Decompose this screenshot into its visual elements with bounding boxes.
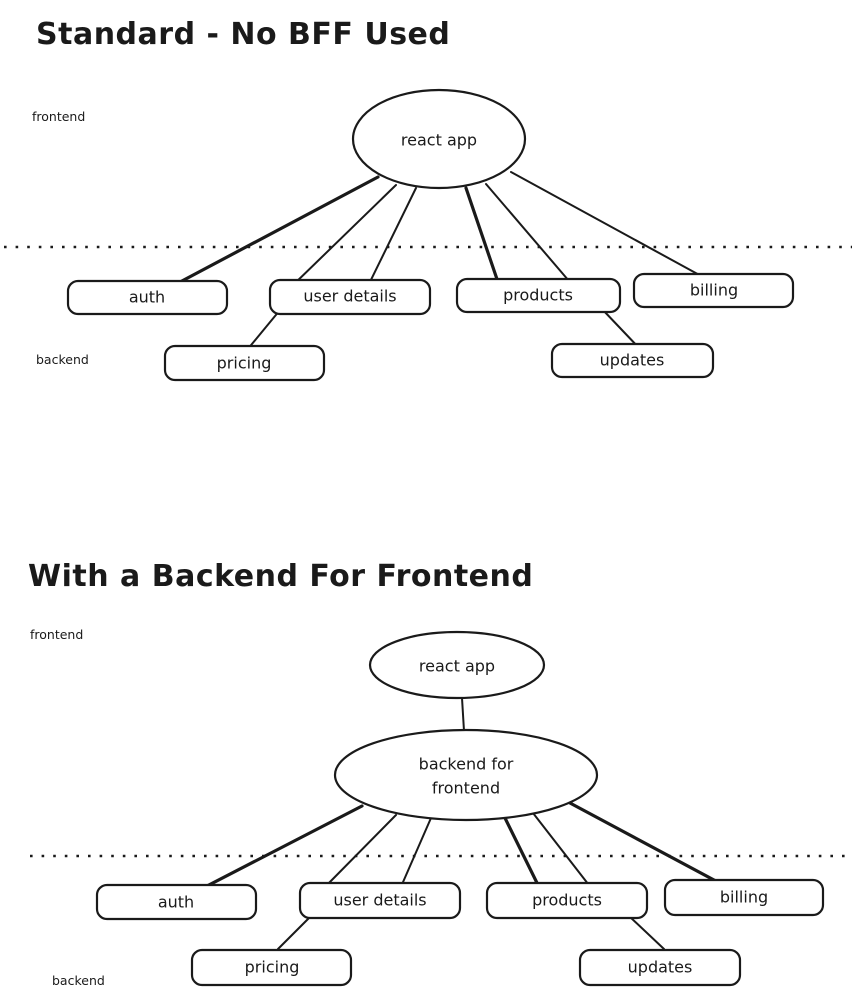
updates-box-2 <box>578 948 742 987</box>
edge-bff-to-user-details-a <box>322 814 397 890</box>
edge-user-details-to-pricing <box>246 309 281 351</box>
diagram-standard: Standard - No BFF Used frontend backend … <box>4 17 852 382</box>
bff-label-line-1: backend for <box>419 755 514 774</box>
auth-label-2: auth <box>158 893 194 912</box>
user-details-box-2 <box>298 881 462 920</box>
updates-box <box>550 342 715 379</box>
diagram-1-node-user-details[interactable]: user details <box>268 278 432 316</box>
diagram-2-node-auth[interactable]: auth <box>95 883 258 921</box>
products-box <box>455 277 622 314</box>
diagram-1-title: Standard - No BFF Used <box>36 17 450 52</box>
auth-label: auth <box>129 288 165 307</box>
diagram-1-node-billing[interactable]: billing <box>632 272 795 309</box>
diagram-1-node-products[interactable]: products <box>455 277 622 314</box>
edge-user-details-to-pricing-2 <box>277 914 313 950</box>
diagram-1-frontend-label: frontend <box>32 109 85 124</box>
diagram-1-node-auth[interactable]: auth <box>66 279 229 316</box>
edge-products-to-updates-2 <box>628 915 665 950</box>
updates-label-2: updates <box>628 958 693 977</box>
diagram-1-node-pricing[interactable]: pricing <box>163 344 326 382</box>
diagram-1-backend-label: backend <box>36 352 89 367</box>
diagram-2-frontend-label: frontend <box>30 627 83 642</box>
bff-ellipse <box>333 728 599 822</box>
pricing-label: pricing <box>217 354 272 373</box>
pricing-label-2: pricing <box>245 958 300 977</box>
edge-react-to-user-details-b <box>366 187 417 289</box>
edge-react-to-products-b <box>485 183 576 289</box>
react-app-label-2: react app <box>419 657 495 676</box>
billing-box <box>632 272 795 309</box>
edge-bff-to-user-details-b <box>399 817 432 890</box>
edge-bff-to-products-b <box>532 812 593 890</box>
billing-label: billing <box>690 281 738 300</box>
diagram-1-edges <box>146 171 715 351</box>
billing-label-2: billing <box>720 888 768 907</box>
diagram-2-node-react-app[interactable]: react app <box>368 630 546 700</box>
diagram-1-node-react-app[interactable]: react app <box>351 88 527 190</box>
pricing-box <box>163 344 326 382</box>
diagram-2-title: With a Backend For Frontend <box>28 559 533 594</box>
user-details-label-2: user details <box>333 891 426 910</box>
react-app-ellipse <box>351 88 527 190</box>
edge-bff-to-products-a <box>503 816 542 891</box>
diagram-2-node-pricing[interactable]: pricing <box>190 948 353 987</box>
edge-react-to-bff <box>461 697 465 732</box>
bff-label-line-2: frontend <box>432 779 500 798</box>
auth-box-2 <box>95 883 258 921</box>
edge-react-to-billing <box>510 171 715 284</box>
billing-box-2 <box>663 878 825 917</box>
updates-label: updates <box>600 351 665 370</box>
auth-box <box>66 279 229 316</box>
user-details-box <box>268 278 432 316</box>
diagram-2-node-updates[interactable]: updates <box>578 948 742 987</box>
products-box-2 <box>485 881 649 920</box>
react-app-label: react app <box>401 131 477 150</box>
products-label: products <box>503 286 573 305</box>
diagram-2-node-user-details[interactable]: user details <box>298 881 462 920</box>
diagram-2-node-backend-for-frontend[interactable]: backend for frontend <box>333 728 599 822</box>
react-app-ellipse-2 <box>368 630 546 700</box>
diagram-with-bff: With a Backend For Frontend frontend bac… <box>28 559 852 988</box>
diagram-2-node-products[interactable]: products <box>485 881 649 920</box>
diagram-2-node-billing[interactable]: billing <box>663 878 825 917</box>
edge-react-to-user-details-a <box>289 184 397 289</box>
products-label-2: products <box>532 891 602 910</box>
user-details-label: user details <box>303 287 396 306</box>
edge-react-to-auth <box>146 175 380 301</box>
diagram-1-node-updates[interactable]: updates <box>550 342 715 379</box>
edge-react-to-products-a <box>464 186 502 290</box>
pricing-box-2 <box>190 948 353 987</box>
diagram-2-backend-label: backend <box>52 973 105 988</box>
